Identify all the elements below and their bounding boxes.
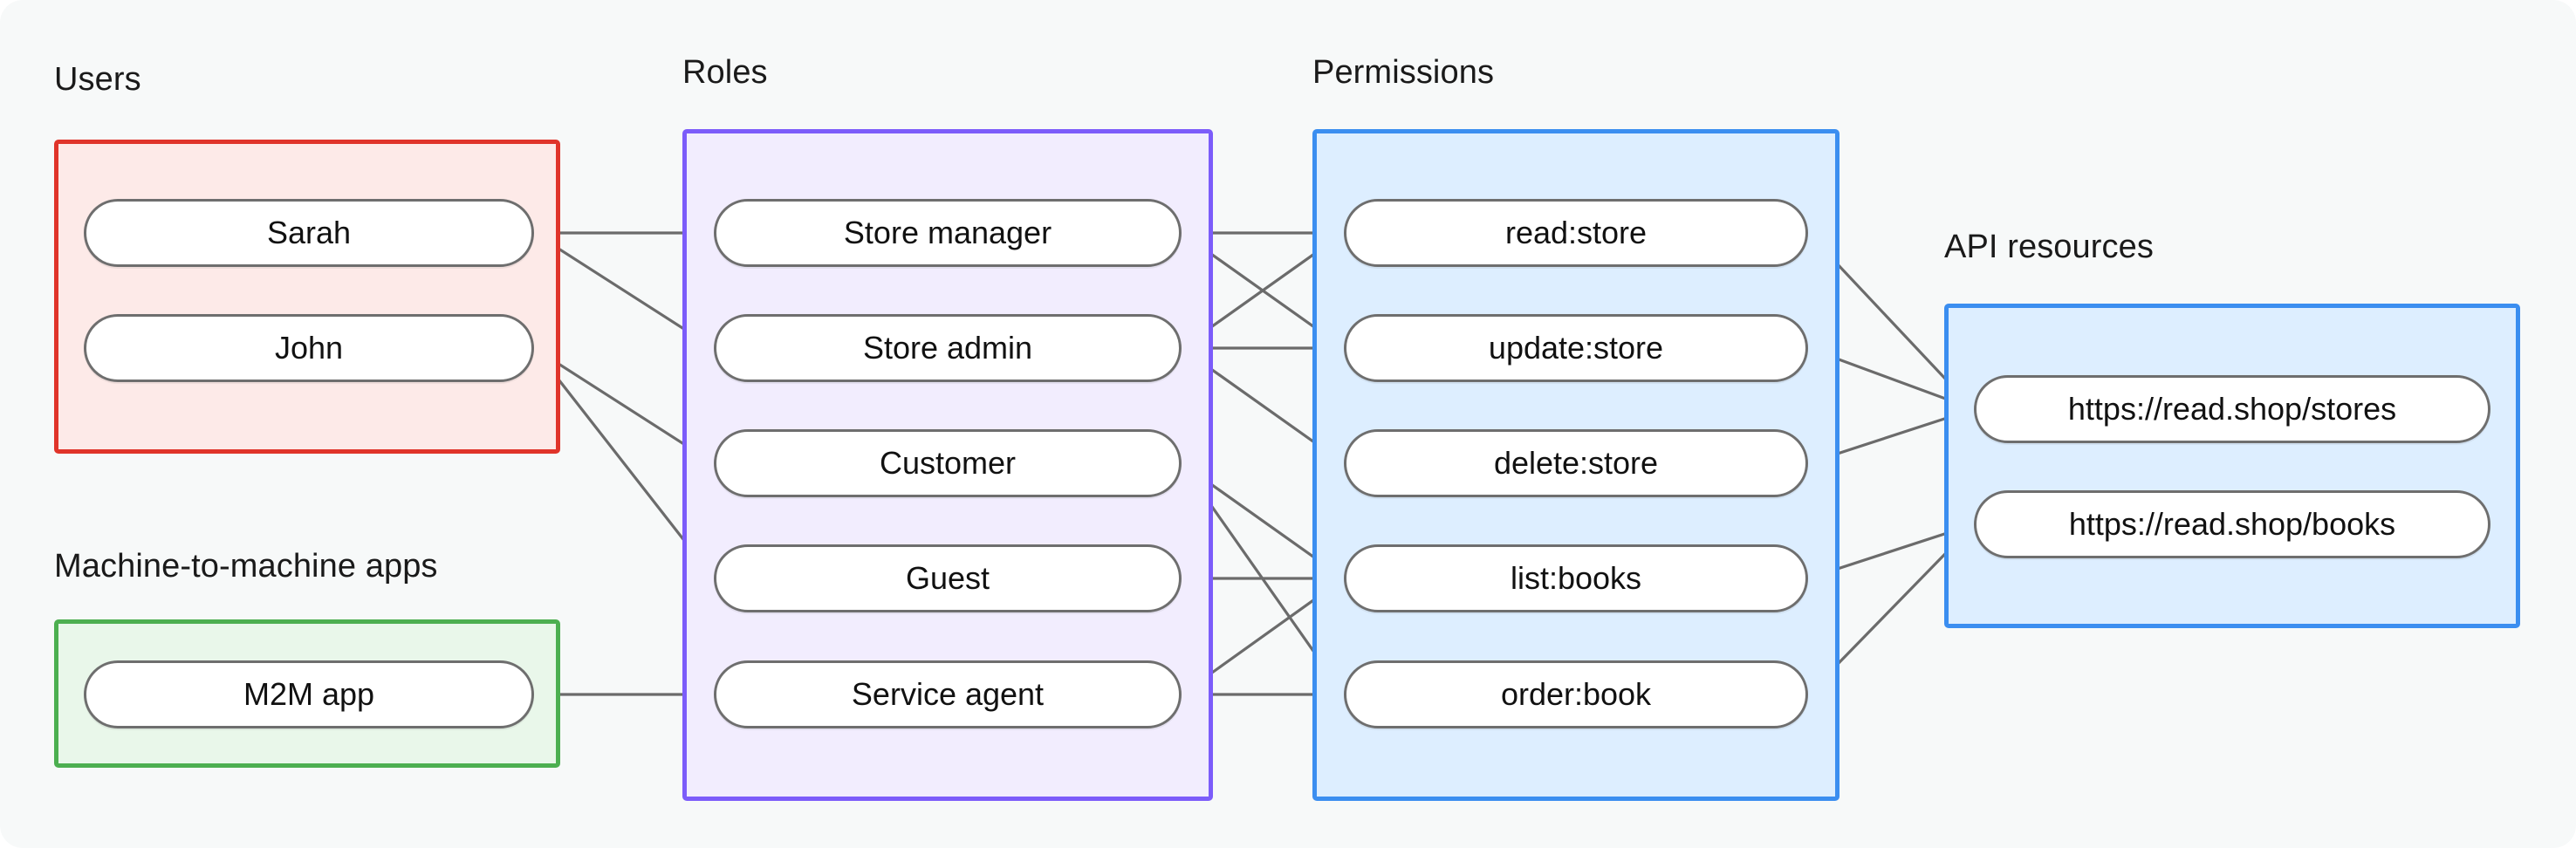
node-label-update-store: update:store [1488, 330, 1664, 366]
node-label-store-admin: Store admin [862, 330, 1033, 366]
node-store-admin[interactable]: Store admin [714, 314, 1182, 382]
group-label-roles: Roles [682, 54, 768, 91]
node-res-books[interactable]: https://read.shop/books [1974, 490, 2490, 558]
node-label-john: John [274, 330, 344, 366]
node-label-res-books: https://read.shop/books [2068, 506, 2396, 542]
group-label-api-resources: API resources [1944, 229, 2154, 265]
group-label-m2m: Machine-to-machine apps [54, 548, 438, 585]
node-john[interactable]: John [84, 314, 534, 382]
node-service-agent[interactable]: Service agent [714, 660, 1182, 728]
node-customer[interactable]: Customer [714, 429, 1182, 497]
node-guest[interactable]: Guest [714, 544, 1182, 612]
group-label-permissions: Permissions [1312, 54, 1495, 91]
node-label-customer: Customer [879, 445, 1017, 481]
node-label-sarah: Sarah [266, 215, 352, 250]
node-sarah[interactable]: Sarah [84, 199, 534, 267]
node-label-list-books: list:books [1510, 560, 1642, 596]
node-update-store[interactable]: update:store [1344, 314, 1808, 382]
node-store-manager[interactable]: Store manager [714, 199, 1182, 267]
group-box-users [54, 140, 560, 454]
node-order-book[interactable]: order:book [1344, 660, 1808, 728]
node-read-store[interactable]: read:store [1344, 199, 1808, 267]
node-list-books[interactable]: list:books [1344, 544, 1808, 612]
node-res-stores[interactable]: https://read.shop/stores [1974, 375, 2490, 443]
node-label-delete-store: delete:store [1493, 445, 1659, 481]
node-delete-store[interactable]: delete:store [1344, 429, 1808, 497]
node-label-res-stores: https://read.shop/stores [2067, 391, 2397, 427]
group-label-users: Users [54, 61, 141, 98]
node-label-service-agent: Service agent [851, 676, 1045, 712]
node-label-order-book: order:book [1500, 676, 1652, 712]
node-m2mapp[interactable]: M2M app [84, 660, 534, 728]
node-label-m2mapp: M2M app [243, 676, 375, 712]
node-label-read-store: read:store [1504, 215, 1648, 250]
node-label-store-manager: Store manager [843, 215, 1052, 250]
group-box-api-resources [1944, 304, 2520, 628]
node-label-guest: Guest [905, 560, 990, 596]
